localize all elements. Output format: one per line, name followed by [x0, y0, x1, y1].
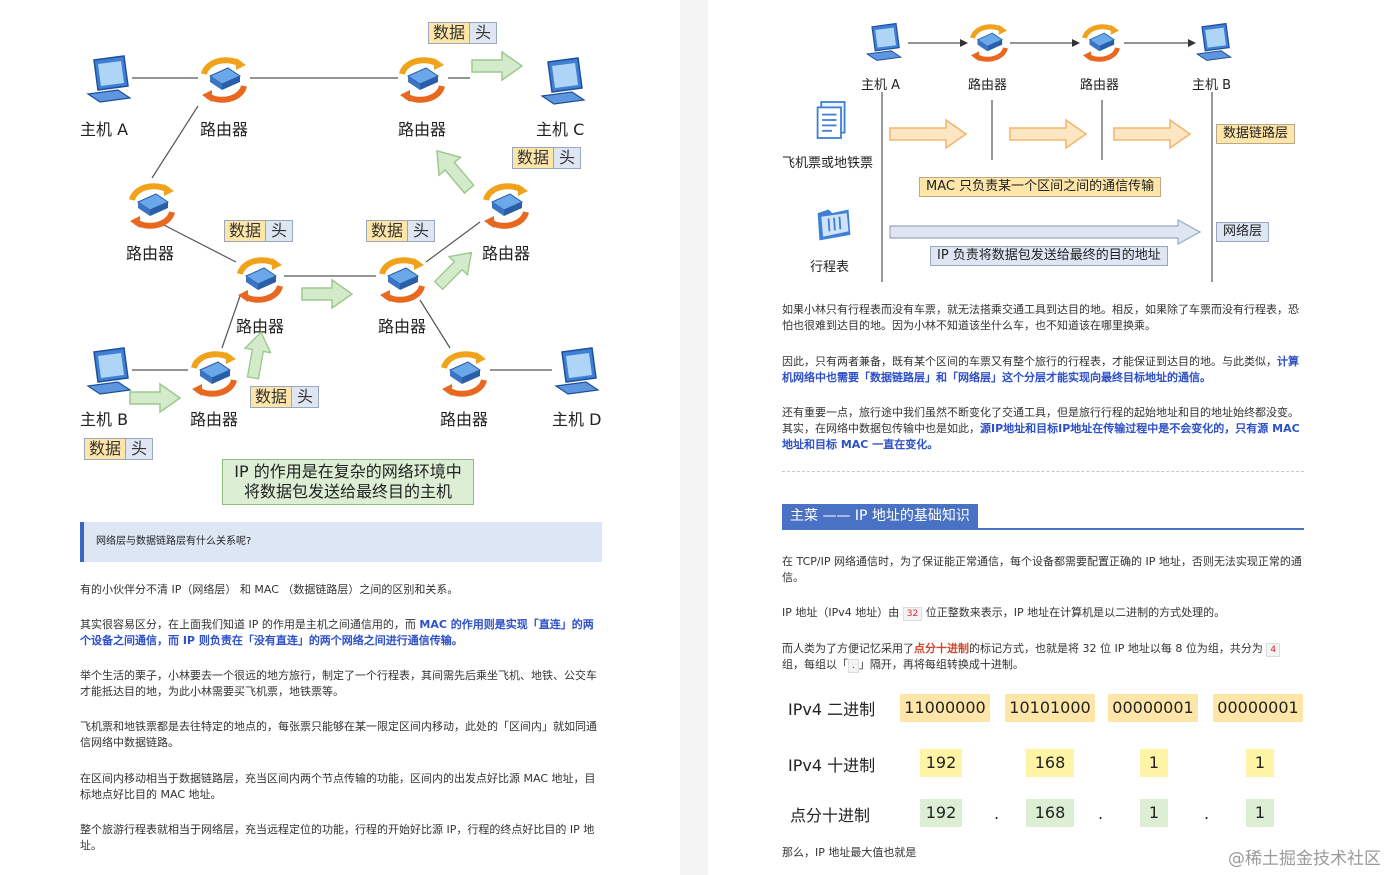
packet-badge: 数据头: [366, 220, 436, 242]
left-page: 主机 A 主机 C 主机 B 主机 D 路由器 路由器 路由器 路由器 路由器 …: [0, 0, 680, 875]
section-underline: [782, 528, 1304, 530]
callout-line: 将数据包发送给最终目的主机: [243, 482, 452, 501]
router-label: 路由器: [200, 120, 249, 139]
host-a-icon: [864, 22, 904, 62]
router-icon: [124, 178, 180, 234]
router-icon: [478, 178, 534, 234]
flow-arrow-icon: [300, 278, 354, 310]
packet-badge: 数据头: [512, 147, 582, 169]
packet-badge: 数据头: [84, 438, 154, 460]
router-label: 路由器: [398, 120, 447, 139]
router-label: 路由器: [126, 244, 175, 263]
row-label-binary: IPv4 二进制: [788, 700, 876, 719]
right-page: [708, 0, 1387, 875]
dot-separator: .: [1204, 804, 1210, 823]
router-icon: [186, 346, 242, 402]
mac-note: MAC 只负责某一个区间之间的通信传输: [919, 177, 1162, 197]
dot-separator: .: [1098, 804, 1104, 823]
binary-octet: 10101000: [1005, 694, 1095, 722]
router-icon: [374, 252, 430, 308]
row-label-dotted: 点分十进制: [790, 806, 871, 825]
paragraph: 那么，IP 地址最大值也就是: [782, 846, 917, 859]
ip-arrow-icon: [889, 218, 1202, 246]
flow-arrow-icon: [128, 382, 182, 414]
binary-octet: 00000001: [1213, 694, 1303, 722]
router-label: 路由器: [236, 317, 285, 336]
host-a-label: 主机 A: [861, 78, 901, 93]
paragraph: 因此，只有两者兼备，既有某个区间的车票又有整个旅行的行程表，才能保证到达目的地。…: [782, 355, 1299, 384]
router-icon: [232, 252, 288, 308]
question-heading: 网络层与数据链路层有什么关系呢?: [80, 522, 602, 562]
binary-octet: 00000001: [1108, 694, 1198, 722]
host-b-icon: [84, 346, 134, 396]
router-label: 路由器: [482, 244, 531, 263]
router-label: 路由器: [190, 410, 239, 429]
ip-role-callout: IP 的作用是在复杂的网络环境中 将数据包发送给最终目的主机: [222, 459, 474, 505]
paragraph: IP 地址（IPv4 地址）由 32 位正整数来表示，IP 地址在计算机是以二进…: [782, 606, 1226, 621]
dotted-octet: 192: [920, 799, 962, 827]
callout-line: IP 的作用是在复杂的网络环境中: [234, 462, 462, 481]
watermark: @稀土掘金技术社区: [1228, 849, 1381, 869]
paragraph: 还有重要一点，旅行途中我们虽然不断变化了交通工具，但是旅行行程的起始地址和目的地…: [782, 406, 1300, 451]
host-c-label: 主机 C: [536, 120, 585, 139]
network-lines: [132, 77, 552, 371]
flow-arrow-icon: [470, 50, 524, 82]
ip-note: IP 负责将数据包发送给最终的目的地址: [930, 246, 1168, 266]
paragraph: 有的小伙伴分不清 IP（网络层） 和 MAC （数据链路层）之间的区别和关系。: [80, 583, 459, 596]
router-icon: [1078, 20, 1124, 66]
router-icon: [436, 346, 492, 402]
hop-arrow-icon: [1008, 118, 1088, 150]
layer-diagram-lines: [881, 39, 1213, 282]
router-label: 路由器: [968, 78, 1008, 93]
decimal-octet: 192: [920, 749, 962, 777]
paragraph: 而人类为了方便记忆采用了点分十进制的标记方式，也就是将 32 位 IP 地址以每…: [782, 641, 1304, 673]
packet-badge: 数据头: [224, 220, 294, 242]
ticket-icon: [814, 100, 850, 140]
host-b-label: 主机 B: [1192, 78, 1232, 93]
paragraph: 在区间内移动相当于数据链路层，充当区间内两个节点传输的功能，区间内的出发点好比源…: [80, 772, 596, 801]
hop-arrow-icon: [888, 118, 968, 150]
router-label: 路由器: [440, 410, 489, 429]
paragraph: 举个生活的栗子，小林要去一个很远的地方旅行，制定了一个行程表，其间需先后乘坐飞机…: [80, 669, 597, 698]
paragraph: 其实很容易区分，在上面我们知道 IP 的作用是主机之间通信用的，而 MAC 的作…: [80, 618, 594, 647]
dotted-octet: 1: [1246, 799, 1274, 827]
router-label: 路由器: [378, 317, 427, 336]
host-a-label: 主机 A: [80, 120, 129, 139]
divider: [782, 471, 1304, 472]
paragraph: 整个旅游行程表就相当于网络层，充当远程定位的功能，行程的开始好比源 IP，行程的…: [80, 823, 595, 852]
row-label-decimal: IPv4 十进制: [788, 756, 876, 775]
layer-network-label: 网络层: [1216, 222, 1270, 242]
tickets-label: 飞机票或地铁票: [782, 156, 874, 171]
paragraph: 飞机票和地铁票都是去往特定的地点的，每张票只能够在某一限定区间内移动，此处的「区…: [80, 720, 597, 749]
decimal-octet: 1: [1246, 749, 1274, 777]
itinerary-label: 行程表: [810, 260, 850, 275]
dot-separator: .: [994, 804, 1000, 823]
hop-arrow-icon: [1112, 118, 1192, 150]
itinerary-icon: [814, 204, 854, 244]
dotted-octet: 1: [1140, 799, 1168, 827]
packet-badge: 数据头: [428, 22, 498, 44]
packet-badge: 数据头: [250, 386, 320, 408]
layer-datalink-label: 数据链路层: [1216, 124, 1296, 144]
host-b-label: 主机 B: [80, 410, 129, 429]
decimal-octet: 168: [1026, 749, 1074, 777]
paragraph: 如果小林只有行程表而没有车票，就无法搭乘交通工具到达目的地。相反，如果除了车票而…: [782, 303, 1299, 332]
paragraph: 在 TCP/IP 网络通信时，为了保证能正常通信，每个设备都需要配置正确的 IP…: [782, 555, 1302, 584]
host-c-icon: [538, 56, 588, 106]
section-heading: 主菜 —— IP 地址的基础知识: [782, 504, 1304, 530]
dotted-octet: 168: [1026, 799, 1074, 827]
decimal-octet: 1: [1140, 749, 1168, 777]
binary-octet: 11000000: [900, 694, 990, 722]
section-title: 主菜 —— IP 地址的基础知识: [782, 504, 978, 528]
host-d-icon: [552, 346, 602, 396]
router-label: 路由器: [1080, 78, 1120, 93]
router-icon: [196, 52, 252, 108]
host-b-icon: [1194, 22, 1234, 62]
router-icon: [394, 52, 450, 108]
host-a-icon: [84, 54, 134, 104]
router-icon: [966, 20, 1012, 66]
host-d-label: 主机 D: [552, 410, 602, 429]
